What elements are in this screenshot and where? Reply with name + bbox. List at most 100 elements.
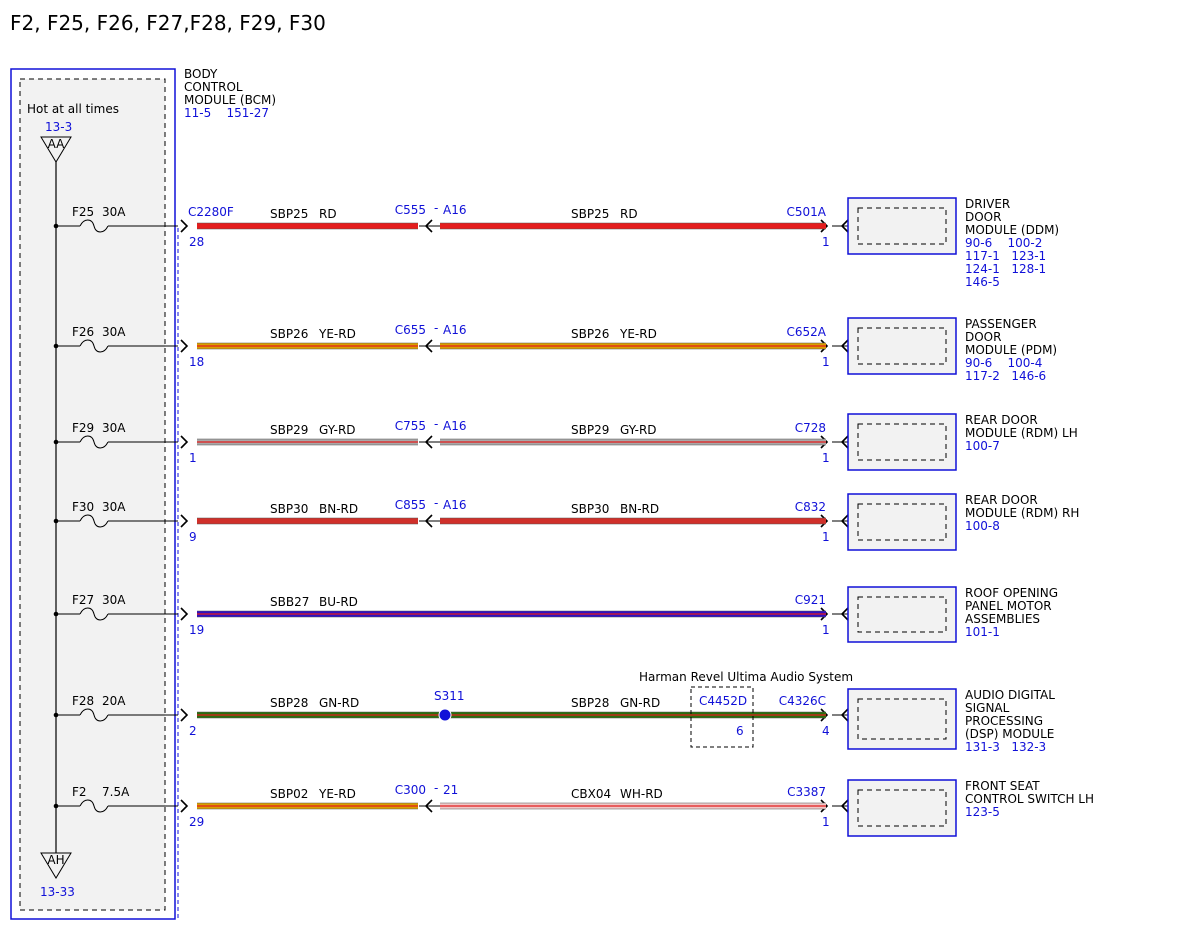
row-3-inline-connector: C755	[395, 419, 426, 433]
row-4-wire-left	[197, 518, 418, 524]
row-1-fuse-icon	[79, 219, 109, 233]
row-5-module-chevron-icon	[840, 607, 849, 621]
row-7-device-connector: C3387	[787, 785, 826, 799]
row-2-inline-connector: C655	[395, 323, 426, 337]
row-4-left-color: BN-RD	[319, 502, 358, 516]
row-4-bcm-pin: 9	[189, 530, 197, 544]
row-4-inline-dash: -	[434, 496, 438, 510]
row-4-right-color: BN-RD	[620, 502, 659, 516]
row-4-inline-pin: A16	[443, 498, 466, 512]
row-3-inline-dash: -	[434, 417, 438, 431]
row-6-option-label: Harman Revel Ultima Audio System	[639, 670, 853, 684]
row-1-left-color: RD	[319, 207, 337, 221]
row-3-module-chevron-icon	[840, 435, 849, 449]
row-6-bcm-pin-chevron-icon	[180, 708, 189, 722]
row-2-bcm-pin: 18	[189, 355, 204, 369]
row-5-device-pin-chevron-icon	[820, 607, 829, 621]
row-1-device-pin-chevron-icon	[820, 219, 829, 233]
row-6-left-circuit: SBP28	[270, 696, 308, 710]
row-6-module-inner	[857, 698, 947, 740]
row-6-fuse-rating: 20A	[102, 694, 126, 708]
row-6-module-label-1: AUDIO DIGITAL	[965, 688, 1055, 702]
row-2-bcm-pin-chevron-icon	[180, 339, 189, 353]
row-7-right-color: WH-RD	[620, 787, 663, 801]
row-1-module-inner	[857, 207, 947, 245]
row-5-module-ref-1: 101-1	[965, 625, 1000, 639]
row-5-module-label-1: ROOF OPENING	[965, 586, 1058, 600]
row-7-device-pin-chevron-icon	[820, 799, 829, 813]
row-3-left-color: GY-RD	[319, 423, 356, 437]
row-1-fuse-rating: 30A	[102, 205, 126, 219]
row-3-module-label-2: MODULE (RDM) LH	[965, 426, 1078, 440]
bcm-connector-id: C2280F	[188, 205, 234, 219]
row-4-device-pin: 1	[822, 530, 830, 544]
row-4-module-inner	[857, 503, 947, 541]
row-1-bcm-pin-chevron-icon	[180, 219, 189, 233]
row-1-module-ref-1: 90-6 100-2	[965, 236, 1042, 250]
row-1-module-label-2: DOOR	[965, 210, 1001, 224]
bcm-top-ref: 13-3	[45, 120, 72, 134]
row-1-module-ref-2: 117-1 123-1	[965, 249, 1046, 263]
row-7-module-frame	[847, 779, 957, 837]
row-5-fuse-id: F27	[72, 593, 94, 607]
row-1-right-color: RD	[620, 207, 638, 221]
row-3-fuse-rating: 30A	[102, 421, 126, 435]
row-4-fuse-icon	[79, 514, 109, 528]
row-2-right-circuit: SBP26	[571, 327, 609, 341]
row-3-fuse-id: F29	[72, 421, 94, 435]
row-3-module-inner	[857, 423, 947, 461]
bcm-refs: 11-5 151-27	[184, 106, 269, 120]
row-5-left-circuit: SBB27	[270, 595, 309, 609]
row-6-device-connector: C4326C	[779, 694, 826, 708]
row-1-module-label-3: MODULE (DDM)	[965, 223, 1059, 237]
ah-tag: AH	[47, 853, 64, 867]
row-6-splice-icon	[438, 708, 452, 722]
row-2-right-color: YE-RD	[619, 327, 657, 341]
row-2-left-color: YE-RD	[318, 327, 356, 341]
row-3-bcm-pin-chevron-icon	[180, 435, 189, 449]
bcm-label-line-1: BODY	[184, 67, 218, 81]
row-2-inline-dash: -	[434, 321, 438, 335]
row-4-module-label-2: MODULE (RDM) RH	[965, 506, 1079, 520]
row-1-device-connector: C501A	[787, 205, 827, 219]
row-6-splice-id: S311	[434, 689, 465, 703]
row-6-device-pin: 4	[822, 724, 830, 738]
row-7-fuse-rating: 7.5A	[102, 785, 130, 799]
row-2-module-ref-2: 117-2 146-6	[965, 369, 1046, 383]
row-1-inline-connector: C555	[395, 203, 426, 217]
row-4-wire-right	[440, 518, 826, 524]
row-1-right-circuit: SBP25	[571, 207, 609, 221]
row-3-device-connector: C728	[795, 421, 826, 435]
row-3-right-circuit: SBP29	[571, 423, 609, 437]
row-6-module-label-4: (DSP) MODULE	[965, 727, 1054, 741]
row-1-device-pin: 1	[822, 235, 830, 249]
row-3-right-color: GY-RD	[620, 423, 657, 437]
row-1-bcm-pin: 28	[189, 235, 204, 249]
row-5-module-frame	[847, 586, 957, 643]
row-1-module-label-1: DRIVER	[965, 197, 1010, 211]
row-7-module-label-1: FRONT SEAT	[965, 779, 1040, 793]
row-6-right-circuit: SBP28	[571, 696, 609, 710]
row-7-left-circuit: SBP02	[270, 787, 308, 801]
row-3-module-ref-1: 100-7	[965, 439, 1000, 453]
bcm-frame	[10, 68, 176, 920]
row-5-bcm-pin: 19	[189, 623, 204, 637]
aa-tag: AA	[48, 137, 66, 151]
row-2-module-label-2: DOOR	[965, 330, 1001, 344]
row-7-fuse-id: F2	[72, 785, 87, 799]
row-1-module-chevron-icon	[840, 219, 849, 233]
row-3-fuse-icon	[79, 435, 109, 449]
row-2-device-connector: C652A	[787, 325, 827, 339]
row-3-device-pin: 1	[822, 451, 830, 465]
row-5-device-pin: 1	[822, 623, 830, 637]
bcm-fuse-box	[19, 78, 166, 911]
row-6-module-chevron-icon	[840, 708, 849, 722]
row-7-bcm-pin: 29	[189, 815, 204, 829]
row-2-left-circuit: SBP26	[270, 327, 308, 341]
row-6-fuse-icon	[79, 708, 109, 722]
row-4-fuse-id: F30	[72, 500, 94, 514]
row-1-wire-left	[197, 223, 418, 229]
row-5-module-inner	[857, 596, 947, 633]
row-6-device-pin-chevron-icon	[820, 708, 829, 722]
row-4-module-frame	[847, 493, 957, 551]
